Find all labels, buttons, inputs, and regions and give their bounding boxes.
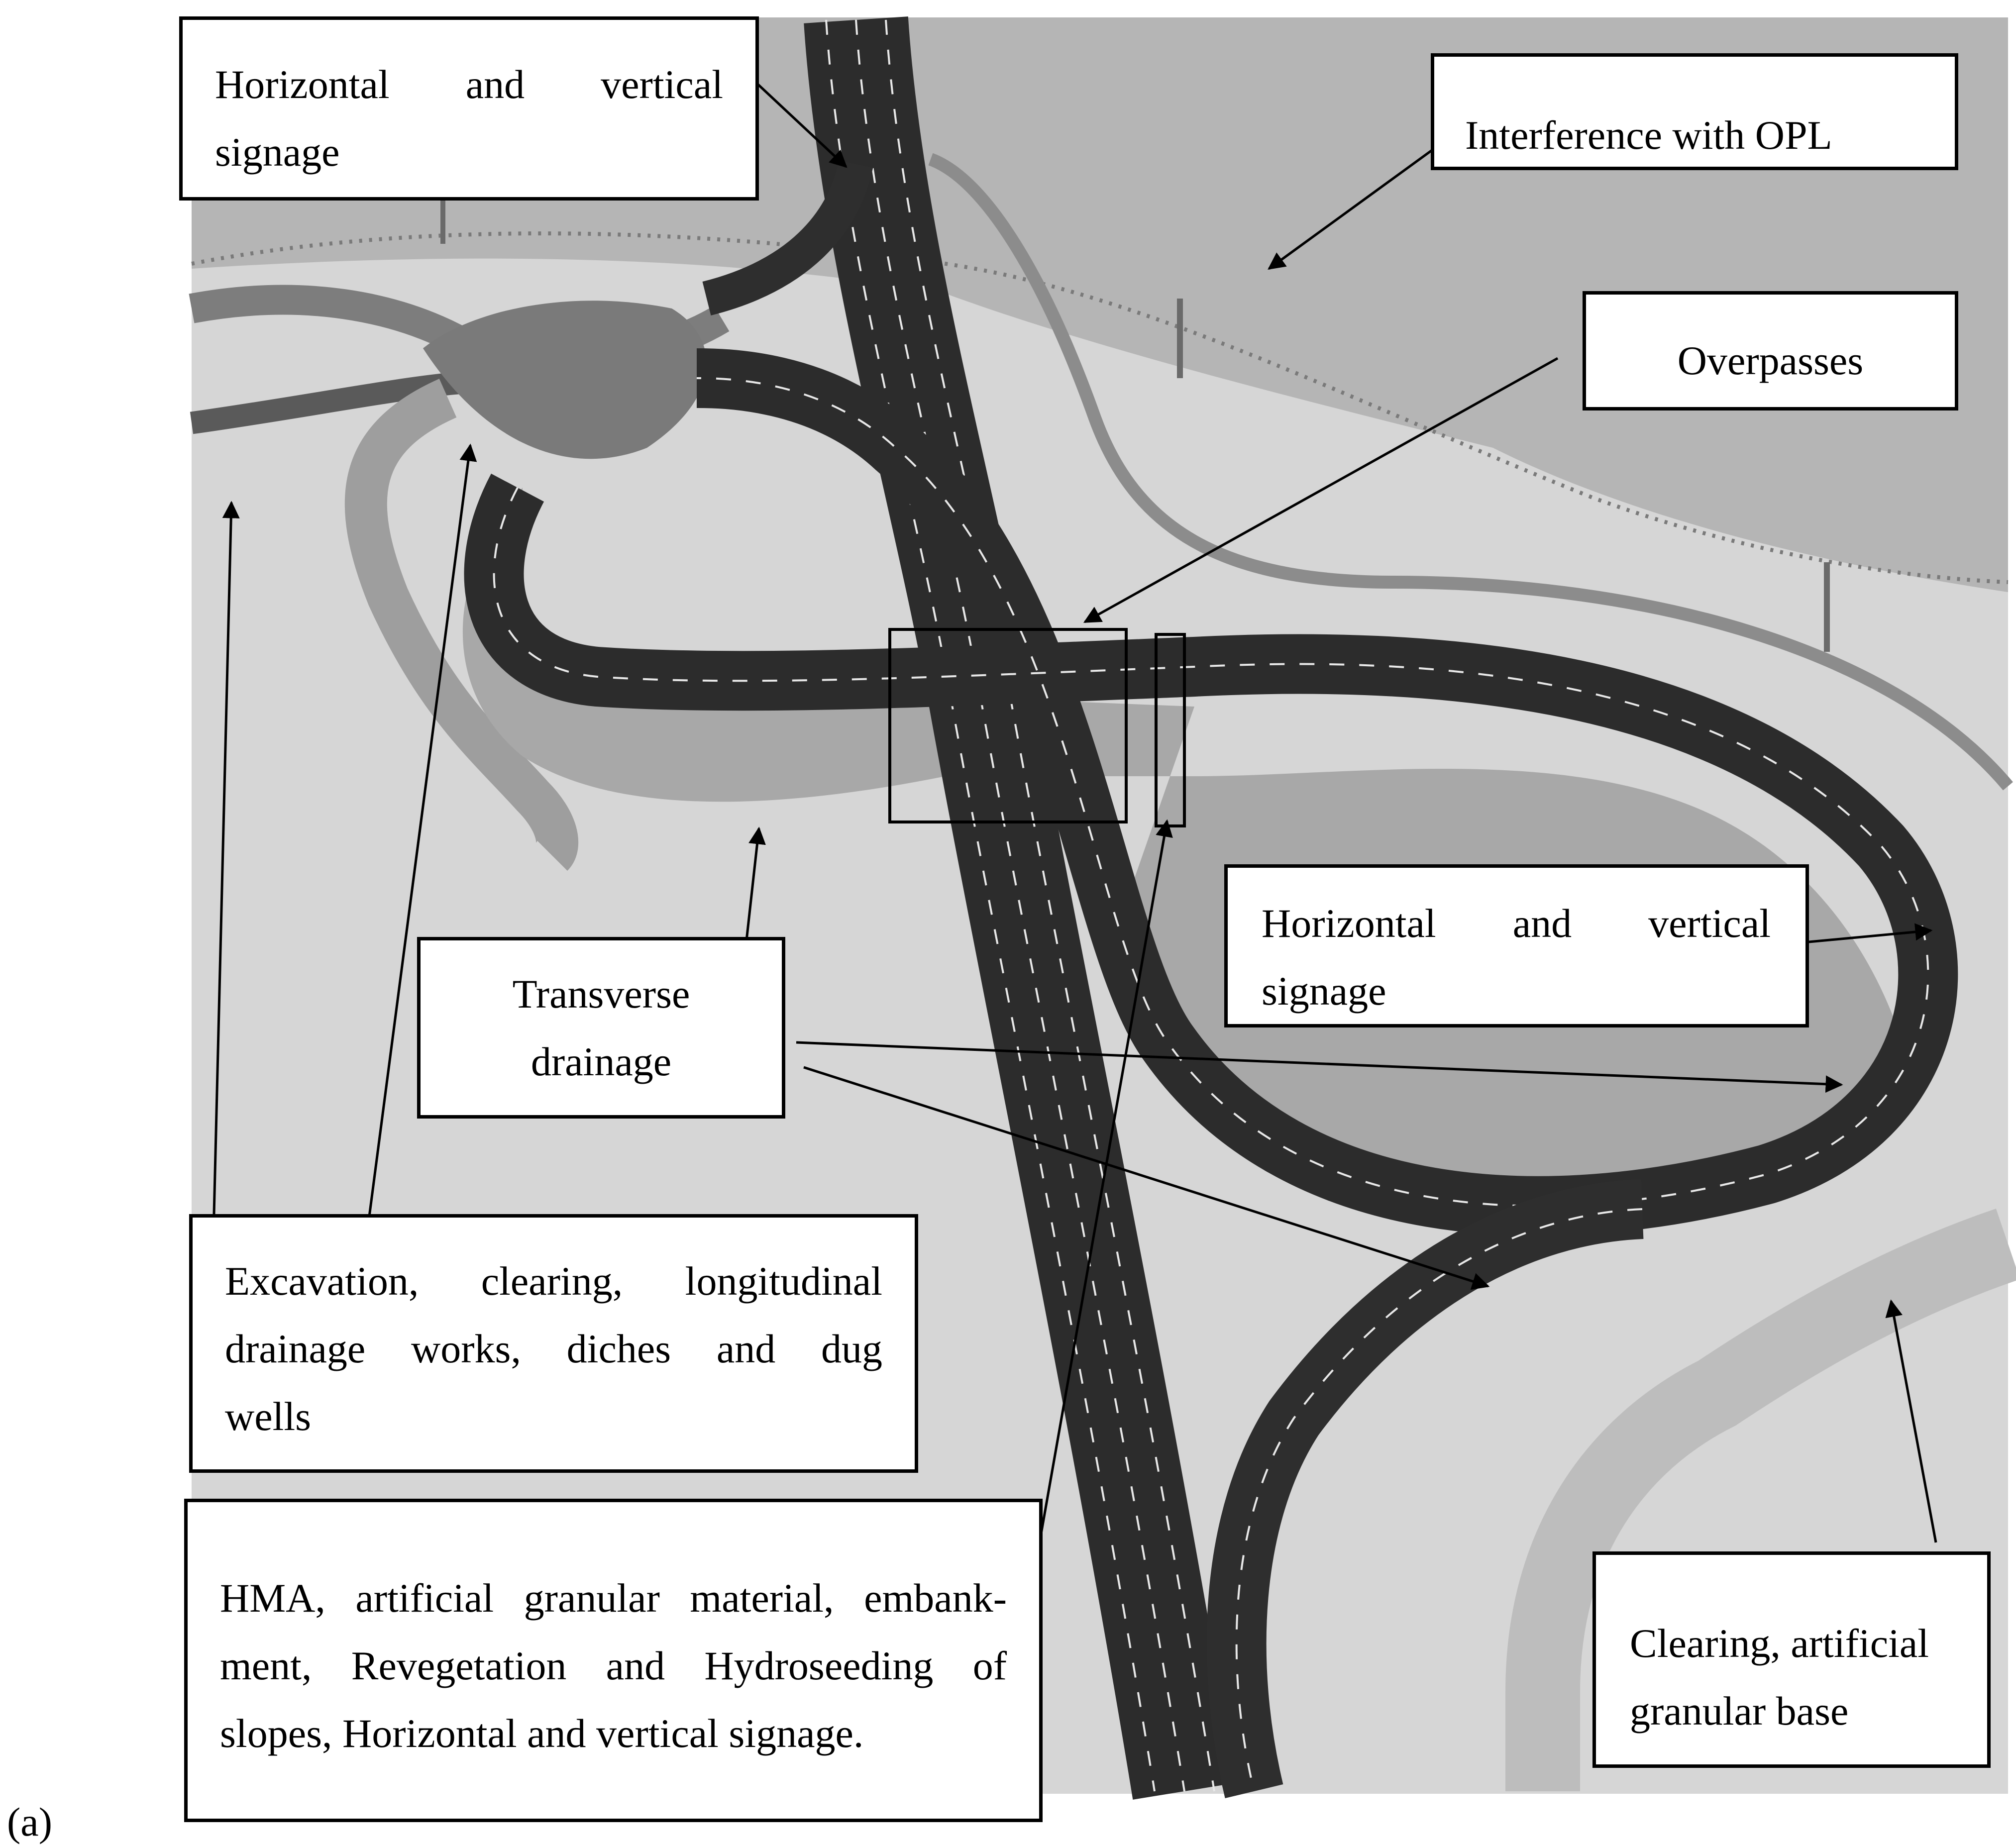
leader-arrow [796, 1041, 1843, 1093]
power-pole [1824, 562, 1830, 652]
label-line: drainage [531, 1039, 672, 1084]
label-line: ment, Revegetation and Hydroseeding of [220, 1643, 1007, 1688]
label-line: Overpasses [1677, 338, 1864, 383]
main-highway-lane [885, 19, 1215, 1792]
service-road [928, 153, 2013, 791]
label-hma: HMA, artificial granular material, emban… [184, 1499, 1043, 1822]
label-line: Interference with OPL [1465, 112, 1832, 158]
overpass-highlight [888, 628, 1128, 823]
power-pole [440, 189, 445, 244]
leader-arrow [1268, 148, 1434, 270]
main-highway-edge [855, 19, 1185, 1792]
label-line: slopes, Horizontal and vertical signage. [220, 1711, 864, 1756]
label-line: wells [225, 1394, 312, 1439]
leader-arrow [212, 501, 240, 1215]
leader-arrow [803, 1066, 1490, 1290]
label-line: signage [215, 129, 340, 175]
leader-arrow [1885, 1299, 1937, 1543]
label-line: signage [1262, 968, 1386, 1014]
loop-ramp-marking [493, 377, 1929, 1207]
label-line: Clearing, artificial [1630, 1621, 1929, 1666]
label-line: drainage works, diches and dug [225, 1326, 882, 1371]
lower-ramp-marking [1235, 1208, 1643, 1792]
label-signage-right: Horizontal and vertical signage [1224, 864, 1809, 1027]
label-line: Horizontal and vertical [215, 62, 723, 107]
main-highway-lane [825, 19, 1156, 1792]
label-line: granular base [1630, 1688, 1849, 1734]
leader-arrow [1019, 819, 1173, 1652]
label-opl: Interference with OPL [1431, 53, 1958, 170]
label-excavation: Excavation, clearing, longitudinal drain… [189, 1214, 918, 1473]
power-pole [1177, 299, 1183, 378]
label-line: Horizontal and vertical [1262, 901, 1771, 946]
leader-arrow [1083, 357, 1559, 623]
label-line: Transverse [512, 971, 690, 1017]
granular-base-road [1505, 1209, 2016, 1791]
slip-ramp [702, 160, 873, 315]
gravel-road [344, 379, 579, 871]
label-transverse-drainage: Transverse drainage [417, 937, 785, 1119]
label-line: HMA, artificial granular material, emban… [220, 1575, 1007, 1621]
label-clearing: Clearing, artificial granular base [1592, 1551, 1991, 1768]
label-overpasses: Overpasses [1583, 291, 1958, 410]
label-line: Excavation, clearing, longitudinal [225, 1258, 882, 1304]
leader-arrow [367, 443, 477, 1225]
panel-letter: (a) [7, 1799, 53, 1845]
label-signage-top: Horizontal and vertical signage [179, 16, 759, 201]
power-line [191, 231, 2009, 584]
excavation-zone [423, 301, 707, 459]
